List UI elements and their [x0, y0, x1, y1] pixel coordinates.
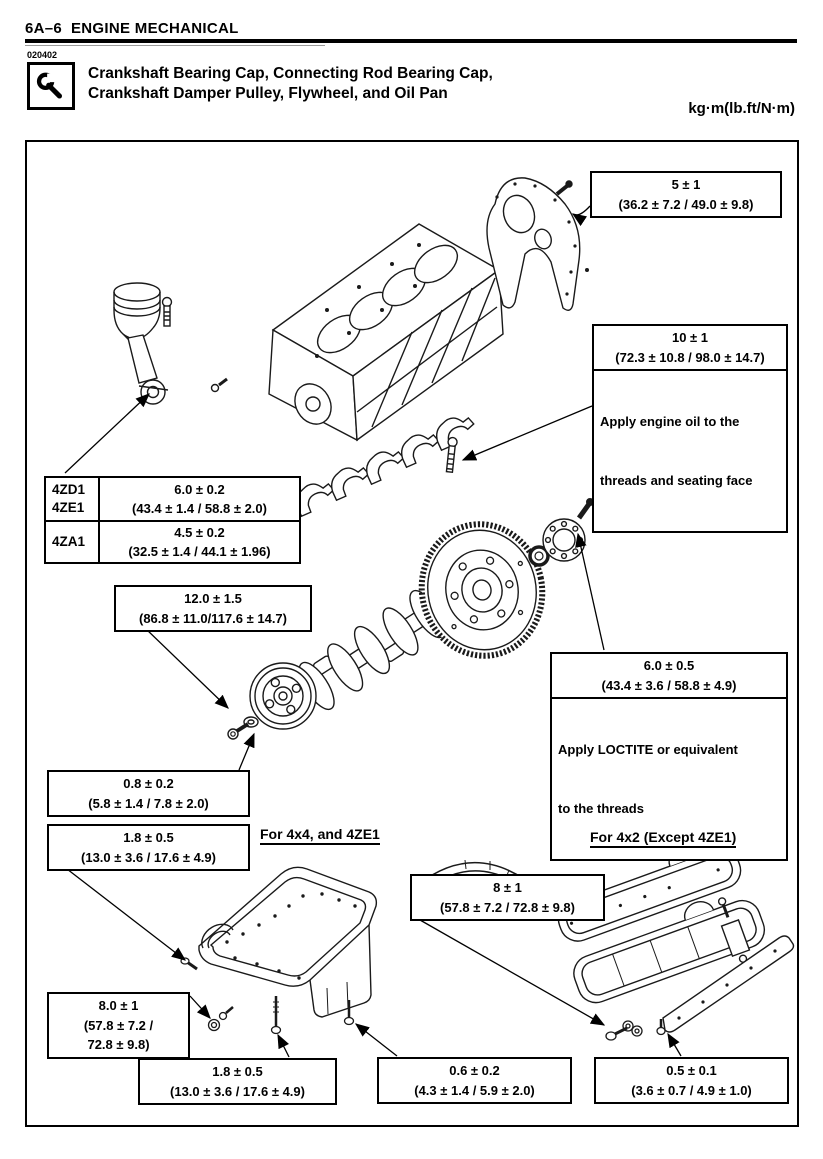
section-title: Crankshaft Bearing Cap, Connecting Rod B… — [88, 64, 493, 104]
torque-value: 6.0 ± 0.5 — [643, 658, 695, 673]
callout-rear-plate-bolt: 5 ± 1 (36.2 ± 7.2 / 49.0 ± 9.8) — [590, 171, 782, 218]
torque-converted: (72.3 ± 10.8 / 98.0 ± 14.7) — [615, 349, 765, 365]
pan-rail-4x2 — [662, 935, 795, 1033]
callout-damper-pulley-bolt: 12.0 ± 1.5 (86.8 ± 11.0/117.6 ± 14.7) — [114, 585, 312, 632]
pilot-seal — [528, 545, 550, 567]
rear-plate — [486, 177, 589, 311]
header-rule-shadow — [25, 45, 325, 46]
torque-value: 1.8 ± 0.5 — [123, 830, 174, 845]
pulley-bolt — [227, 722, 250, 740]
torque-value: 8 ± 1 — [493, 880, 522, 895]
engine-models: 4ZD1 4ZE1 — [52, 481, 86, 515]
torque-converted: (43.4 ± 3.6 / 58.8 ± 4.9) — [601, 677, 737, 693]
torque-note: Apply engine oil to the threads and seat… — [594, 369, 786, 531]
torque-value: 8.0 ± 1 — [98, 998, 139, 1013]
figure-frame: 5 ± 1 (36.2 ± 7.2 / 49.0 ± 9.8) 10 ± 1 (… — [25, 140, 799, 1127]
torque-value: 12.0 ± 1.5 — [184, 591, 242, 606]
rear-plate-bolt — [555, 180, 573, 196]
drain-plug-4x4 — [207, 1006, 234, 1032]
torque-converted: (86.8 ± 11.0/117.6 ± 14.7) — [139, 610, 287, 626]
crank-flange — [542, 518, 586, 562]
torque-value: 10 ± 1 — [671, 330, 709, 345]
pan-bolt-short-4x4 — [343, 1000, 355, 1026]
torque-converted: (57.8 ± 7.2 / — [83, 1017, 154, 1033]
pan-bolt-long-4x4 — [270, 996, 282, 1035]
callout-flywheel-bolt: 6.0 ± 0.5 (43.4 ± 3.6 / 58.8 ± 4.9) Appl… — [550, 652, 788, 861]
rod-cap-nut — [210, 377, 228, 393]
torque-spec: 4.5 ± 0.2 (32.5 ± 1.4 / 44.1 ± 1.96) — [98, 520, 299, 562]
torque-converted: (36.2 ± 7.2 / 49.0 ± 9.8) — [618, 196, 754, 212]
page-header: 6A–6 ENGINE MECHANICAL — [25, 20, 239, 37]
rod-bolt — [161, 296, 173, 327]
damper-pulley — [249, 662, 317, 730]
bearing-cap-bolt — [445, 436, 458, 474]
wrench-icon — [27, 62, 75, 110]
engine-models: 4ZA1 — [46, 520, 98, 562]
callout-pan-bolt-4x2: 0.5 ± 0.1 (3.6 ± 0.7 / 4.9 ± 1.0) — [594, 1057, 789, 1104]
torque-converted: 72.8 ± 9.8) — [87, 1037, 150, 1052]
header-rule — [25, 39, 797, 43]
callout-drain-plug-4x2: 8 ± 1 (57.8 ± 7.2 / 72.8 ± 9.8) — [410, 874, 605, 921]
pan-bolt-4x2 — [656, 1019, 666, 1036]
torque-note: Apply LOCTITE or equivalent to the threa… — [552, 697, 786, 859]
torque-value: 1.8 ± 0.5 — [212, 1064, 263, 1079]
callout-pan-flange-bolt-4x4: 1.8 ± 0.5 (13.0 ± 3.6 / 17.6 ± 4.9) — [47, 824, 250, 871]
torque-spec: 6.0 ± 0.2 (43.4 ± 1.4 / 58.8 ± 2.0) — [98, 478, 299, 520]
torque-converted: (3.6 ± 0.7 / 4.9 ± 1.0) — [631, 1082, 752, 1098]
section-title-line2: Crankshaft Damper Pulley, Flywheel, and … — [88, 85, 448, 103]
torque-converted: (4.3 ± 1.4 / 5.9 ± 2.0) — [414, 1082, 535, 1098]
pulley-washer — [243, 716, 259, 728]
callout-connecting-rod-cap-table: 4ZD1 4ZE1 6.0 ± 0.2 (43.4 ± 1.4 / 58.8 ±… — [44, 476, 301, 564]
callout-main-bearing-cap-bolt: 10 ± 1 (72.3 ± 10.8 / 98.0 ± 14.7) Apply… — [592, 324, 788, 533]
callout-pulley-small-bolt: 0.8 ± 0.2 (5.8 ± 1.4 / 7.8 ± 2.0) — [47, 770, 250, 817]
torque-value: 0.5 ± 0.1 — [666, 1063, 717, 1078]
torque-converted: (5.8 ± 1.4 / 7.8 ± 2.0) — [88, 795, 209, 811]
label-oil-pan-4x4: For 4x4, and 4ZE1 — [260, 826, 380, 845]
pan-bracket-4x2 — [717, 897, 751, 963]
oil-pan-4x4 — [198, 866, 378, 1018]
torque-value: 5 ± 1 — [671, 177, 701, 192]
pan-flange-bolt-4x4 — [180, 957, 198, 971]
torque-value: 0.8 ± 0.2 — [123, 776, 174, 791]
torque-converted: (13.0 ± 3.6 / 17.6 ± 4.9) — [81, 849, 216, 865]
section-title-line1: Crankshaft Bearing Cap, Connecting Rod B… — [88, 65, 493, 82]
bearing-caps — [292, 413, 479, 518]
label-oil-pan-4x2: For 4x2 (Except 4ZE1) — [590, 829, 737, 848]
callout-pan-bolt-4x4: 1.8 ± 0.5 (13.0 ± 3.6 / 17.6 ± 4.9) — [138, 1058, 337, 1105]
torque-converted: (57.8 ± 7.2 / 72.8 ± 9.8) — [440, 899, 575, 915]
torque-units-label: kg·m(lb.ft/N·m) — [688, 100, 795, 117]
callout-drain-plug-4x4: 8.0 ± 1 (57.8 ± 7.2 / 72.8 ± 9.8) — [47, 992, 190, 1059]
drain-plug-4x2 — [605, 1020, 643, 1041]
flywheel — [418, 521, 546, 659]
torque-converted: (13.0 ± 3.6 / 17.6 ± 4.9) — [170, 1083, 305, 1099]
torque-value: 0.6 ± 0.2 — [449, 1063, 500, 1078]
callout-pan-small-bolt: 0.6 ± 0.2 (4.3 ± 1.4 / 5.9 ± 2.0) — [377, 1057, 572, 1104]
exploded-diagram — [64, 177, 795, 1058]
engine-block — [268, 223, 504, 442]
piston-connecting-rod — [113, 282, 228, 405]
figure-code: 020402 — [27, 50, 58, 60]
